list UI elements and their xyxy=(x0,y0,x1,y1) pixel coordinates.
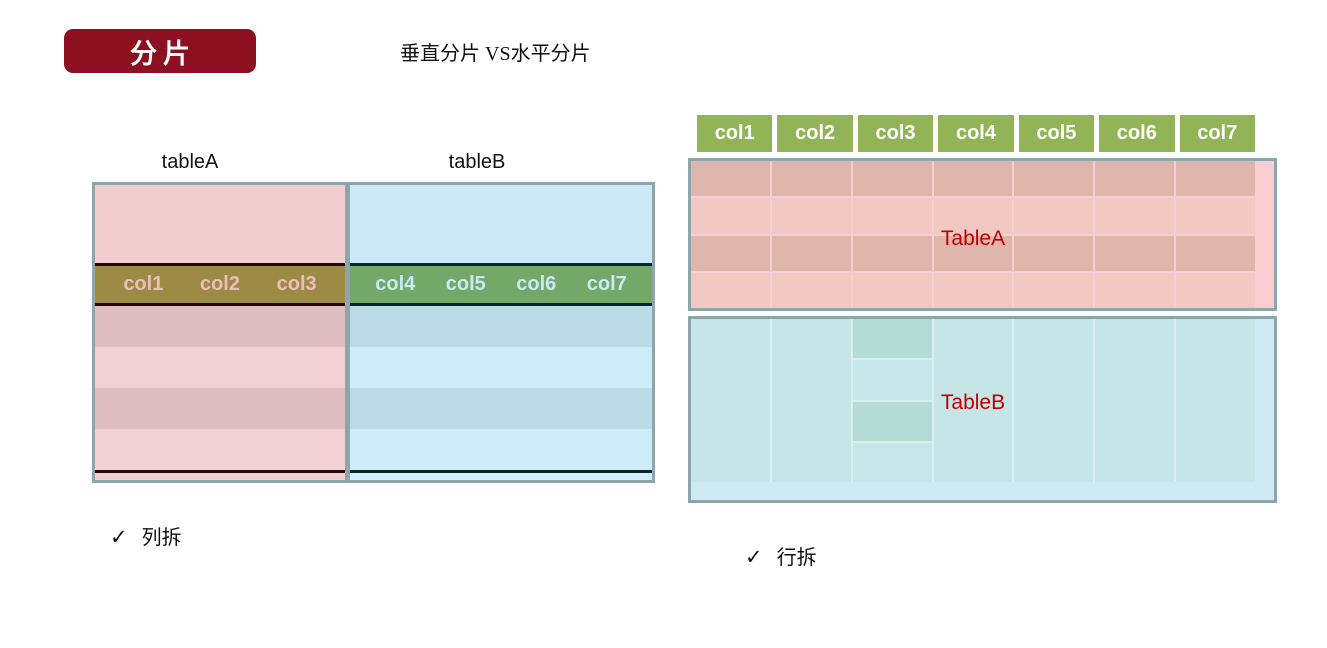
column-label: col3 xyxy=(276,273,317,295)
divider-line xyxy=(350,263,652,266)
grid-cell xyxy=(852,360,932,400)
table-b-column-header: col4 col5 col6 col7 xyxy=(350,266,652,303)
horizontal-table-b: TableB xyxy=(688,316,1277,503)
vertical-sharding-diagram: col1 col2 col3 col4 col5 col6 col7 xyxy=(92,182,655,483)
grid-cell xyxy=(691,161,770,197)
table-b-top-block xyxy=(350,185,652,263)
column-label: col4 xyxy=(938,115,1014,152)
grid-column xyxy=(691,319,770,482)
grid-cell xyxy=(691,198,770,234)
table-b-grid xyxy=(691,319,1255,482)
divider-line xyxy=(95,263,345,266)
grid-cell xyxy=(691,272,770,308)
divider-line xyxy=(350,303,652,306)
section-badge: 分片 xyxy=(64,29,256,73)
grid-cell xyxy=(1014,272,1094,308)
grid-cell xyxy=(771,235,851,271)
table-row xyxy=(350,347,652,388)
table-a-label: TableA xyxy=(940,227,1006,250)
grid-column xyxy=(1014,319,1094,482)
grid-cell xyxy=(852,272,932,308)
grid-cell xyxy=(1176,198,1255,234)
caption-text: 列拆 xyxy=(141,527,182,549)
grid-cell xyxy=(852,198,932,234)
column-label: col7 xyxy=(586,273,627,295)
table-b-bottom-strip xyxy=(350,473,652,480)
table-row xyxy=(350,388,652,429)
column-label: col5 xyxy=(445,273,486,295)
grid-cell xyxy=(852,235,932,271)
table-row xyxy=(350,306,652,347)
grid-cell xyxy=(1014,235,1094,271)
table-row xyxy=(95,388,345,429)
grid-cell xyxy=(771,198,851,234)
table-a-title: tableA xyxy=(161,151,219,173)
column-label: col5 xyxy=(1018,115,1095,152)
column-label: col6 xyxy=(1099,115,1175,152)
grid-column xyxy=(1095,319,1175,482)
table-a-grid xyxy=(691,161,1255,308)
table-row xyxy=(95,347,345,388)
table-b-label: TableB xyxy=(940,391,1006,414)
table-row xyxy=(95,429,345,470)
column-label: col6 xyxy=(516,273,557,295)
table-row xyxy=(95,306,345,347)
grid-column xyxy=(1176,319,1255,482)
grid-cell xyxy=(1095,161,1175,197)
grid-cell xyxy=(771,161,851,197)
column-label: col2 xyxy=(199,273,240,295)
caption-text: 行拆 xyxy=(776,547,817,569)
grid-cell xyxy=(1014,198,1094,234)
table-split-divider xyxy=(345,185,350,480)
column-split-caption: ✓ 列拆 xyxy=(110,521,182,550)
checkmark-icon: ✓ xyxy=(110,525,128,549)
grid-cell xyxy=(1095,235,1175,271)
grid-cell xyxy=(691,235,770,271)
divider-line xyxy=(350,470,652,473)
grid-cell xyxy=(933,235,1013,271)
table-a-column-header: col1 col2 col3 xyxy=(95,266,345,303)
divider-line xyxy=(95,470,345,473)
table-a-bottom-strip xyxy=(95,473,345,480)
grid-column xyxy=(771,319,851,482)
grid-cell xyxy=(852,319,932,359)
table-b-title: tableB xyxy=(448,151,506,173)
slide-title: 垂直分片 VS水平分片 xyxy=(400,43,591,65)
table-a-half: col1 col2 col3 xyxy=(95,185,345,480)
column-label: col4 xyxy=(375,273,416,295)
grid-cell xyxy=(852,401,932,441)
grid-cell xyxy=(852,161,932,197)
grid-cell xyxy=(1176,272,1255,308)
divider-line xyxy=(95,303,345,306)
grid-cell xyxy=(933,272,1013,308)
grid-cell xyxy=(1176,235,1255,271)
horizontal-table-a: TableA xyxy=(688,158,1277,311)
table-row xyxy=(350,429,652,470)
grid-cell xyxy=(1095,272,1175,308)
grid-cell xyxy=(933,198,1013,234)
table-b-half: col4 col5 col6 col7 xyxy=(350,185,652,480)
checkmark-icon: ✓ xyxy=(745,545,763,569)
grid-cell xyxy=(933,161,1013,197)
grid-cell xyxy=(852,442,932,482)
grid-cell xyxy=(1095,198,1175,234)
grid-column xyxy=(933,319,1013,482)
highlighted-grid-column xyxy=(852,319,932,482)
grid-cell xyxy=(771,272,851,308)
column-label: col7 xyxy=(1179,115,1255,152)
table-a-top-block xyxy=(95,185,345,263)
column-label: col2 xyxy=(777,115,853,152)
horizontal-sharding-column-header: col1 col2 col3 col4 col5 col6 col7 xyxy=(697,115,1255,152)
grid-cell xyxy=(1176,161,1255,197)
column-label: col1 xyxy=(697,115,773,152)
column-label: col1 xyxy=(123,273,164,295)
grid-cell xyxy=(1014,161,1094,197)
row-split-caption: ✓ 行拆 xyxy=(745,541,817,570)
column-label: col3 xyxy=(857,115,934,152)
